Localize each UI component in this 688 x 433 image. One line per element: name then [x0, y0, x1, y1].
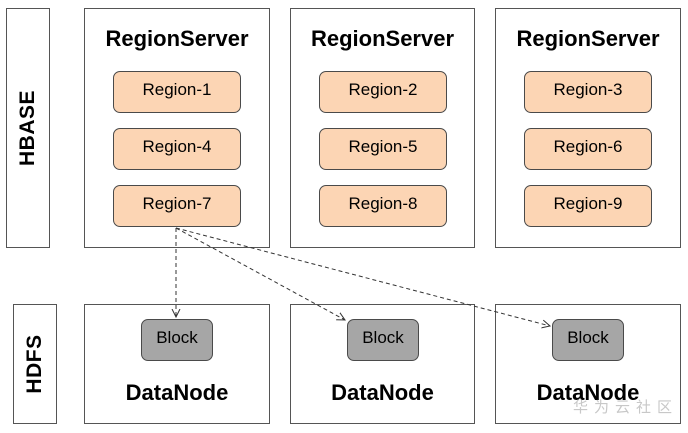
- hbase-label: HBASE: [6, 8, 50, 248]
- region-box: Region-1: [113, 71, 241, 113]
- arrow-to-block-3: [175, 227, 550, 326]
- data-node-title: DataNode: [536, 380, 640, 405]
- block-box: Block: [552, 319, 624, 361]
- data-node-title: DataNode: [125, 380, 229, 405]
- region-server-title: RegionServer: [516, 26, 660, 51]
- hdfs-label: HDFS: [13, 304, 57, 424]
- region-box: Region-9: [524, 185, 652, 227]
- region-server-1: RegionServer Region-1 Region-4 Region-7: [84, 8, 270, 248]
- region-box: Region-8: [319, 185, 447, 227]
- region-box: Region-5: [319, 128, 447, 170]
- arrow-to-block-2: [175, 227, 345, 320]
- region-box: Region-2: [319, 71, 447, 113]
- data-node-1: Block DataNode: [84, 304, 270, 424]
- data-node-3: Block DataNode: [495, 304, 681, 424]
- region-box: Region-4: [113, 128, 241, 170]
- region-server-title: RegionServer: [310, 26, 455, 51]
- block-box: Block: [347, 319, 419, 361]
- data-node-title: DataNode: [331, 380, 434, 405]
- region-server-title: RegionServer: [105, 26, 249, 51]
- watermark: 华为云社区: [572, 398, 678, 416]
- data-node-2: Block DataNode: [290, 304, 475, 424]
- region-box: Region-7: [113, 185, 241, 227]
- region-box: Region-3: [524, 71, 652, 113]
- region-server-3: RegionServer Region-3 Region-6 Region-9: [495, 8, 681, 248]
- block-box: Block: [141, 319, 213, 361]
- region-box: Region-6: [524, 128, 652, 170]
- region-server-2: RegionServer Region-2 Region-5 Region-8: [290, 8, 475, 248]
